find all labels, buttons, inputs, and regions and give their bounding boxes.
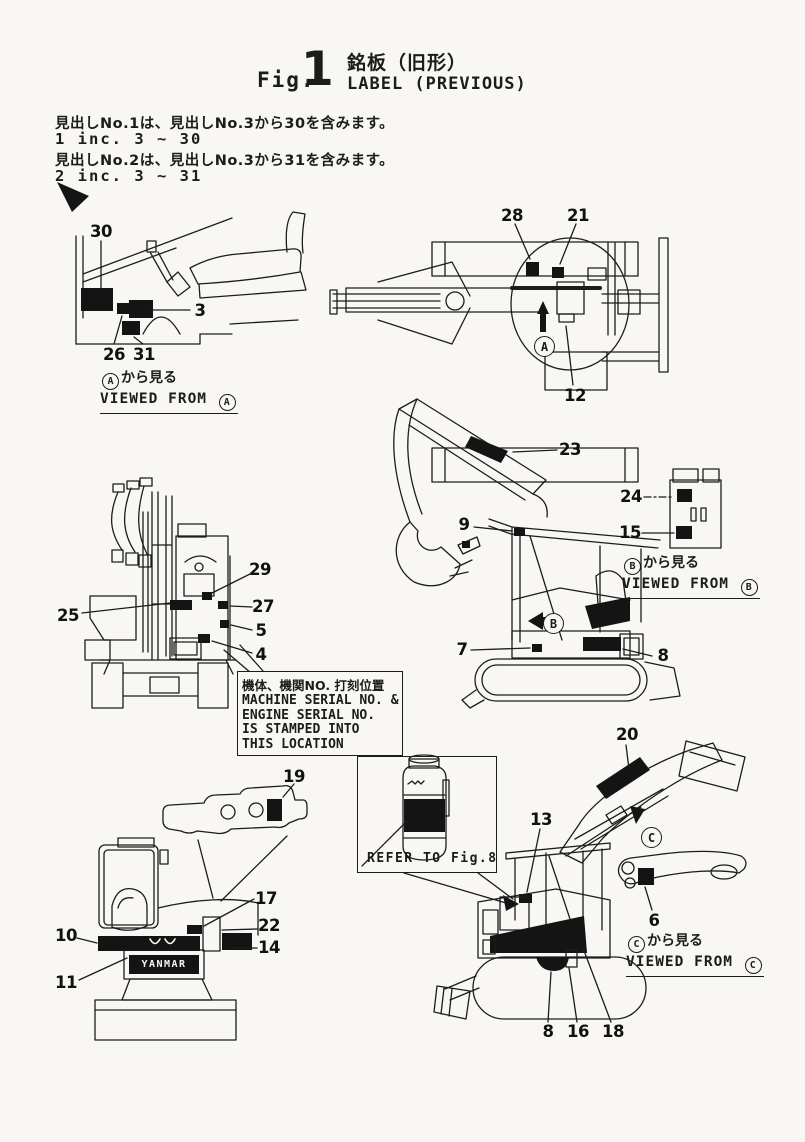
- callout-31: 31: [133, 345, 155, 364]
- callout-13: 13: [530, 810, 552, 829]
- refer-note-box: [357, 756, 497, 873]
- arrow-a-icon: [537, 301, 549, 332]
- callout-9: 9: [458, 515, 470, 534]
- callout-27: 27: [252, 597, 274, 616]
- brand-plate: YANMAR: [141, 959, 187, 970]
- callout-28: 28: [501, 206, 523, 225]
- serial-note-en4: THIS LOCATION: [242, 736, 344, 752]
- label-swatch: [81, 288, 113, 311]
- marker-b: B: [543, 613, 564, 634]
- serial-note-en2: ENGINE SERIAL NO.: [242, 707, 376, 723]
- circle-a-icon: A: [102, 373, 119, 390]
- circle-b-icon: B: [740, 579, 758, 596]
- callout-24: 24: [620, 487, 642, 506]
- callout-8: 8: [657, 646, 669, 665]
- callout-22: 22: [258, 916, 280, 935]
- callout-6: 6: [648, 911, 660, 930]
- callout-5: 5: [255, 621, 267, 640]
- callout-25: 25: [57, 606, 79, 625]
- callout-10: 10: [55, 926, 77, 945]
- note-line-1-en: 1 inc. 3 ~ 30: [55, 130, 203, 148]
- callout-15: 15: [619, 523, 641, 542]
- callout-7: 7: [456, 640, 468, 659]
- callout-21: 21: [567, 206, 589, 225]
- figure-title-en: LABEL (PREVIOUS): [347, 74, 527, 94]
- arrow-b-icon: [528, 612, 549, 630]
- serial-note-en1: MACHINE SERIAL NO. &: [242, 693, 399, 708]
- rear-view-art: [81, 477, 264, 709]
- callout-20: 20: [616, 725, 638, 744]
- lower-right-art: [433, 740, 747, 1023]
- lower-left-art: [76, 783, 308, 1041]
- callout-3: 3: [194, 301, 206, 320]
- arrow-c-icon: [630, 806, 645, 824]
- note-line-2-en: 2 inc. 3 ~ 31: [55, 167, 203, 185]
- top-view-art: [329, 223, 669, 483]
- marker-a: A: [534, 336, 555, 357]
- callout-11: 11: [55, 973, 77, 992]
- direction-arrow-icon: [57, 182, 89, 212]
- figure-number: 1: [301, 42, 334, 97]
- figure-prefix: Fig.: [257, 68, 316, 92]
- circle-c-icon: C: [628, 936, 645, 953]
- callout-23: 23: [559, 440, 581, 459]
- callout-16: 16: [567, 1022, 589, 1041]
- serial-note-jp: 機体、機関NO. 打刻位置: [242, 678, 385, 693]
- callout-19: 19: [283, 767, 305, 786]
- seat-view-art: [75, 211, 307, 345]
- circle-c-icon: C: [744, 957, 762, 974]
- callout-17: 17: [255, 889, 277, 908]
- callout-26: 26: [103, 345, 125, 364]
- callout-14: 14: [258, 938, 280, 957]
- note-line-1-jp: 見出しNo.1は、見出しNo.3から30を含みます。: [55, 116, 395, 132]
- marker-c: C: [641, 827, 662, 848]
- detail-b-art: [641, 468, 722, 549]
- side-view-b-art: [393, 398, 681, 709]
- serial-note-en3: IS STAMPED INTO: [242, 722, 360, 737]
- circle-a-icon: A: [218, 394, 236, 411]
- note-line-2-jp: 見出しNo.2は、見出しNo.3から31を含みます。: [55, 153, 395, 169]
- brand-plate-bg: [129, 955, 199, 974]
- callout-12: 12: [564, 386, 586, 405]
- callout-18: 18: [602, 1022, 624, 1041]
- callout-29: 29: [249, 560, 271, 579]
- callout-30: 30: [90, 222, 112, 241]
- refer-note-text: REFER TO Fig.8: [367, 851, 498, 866]
- callout-8b: 8: [542, 1022, 554, 1041]
- serial-note-box: 機体、機関NO. 打刻位置 MACHINE SERIAL NO. & ENGIN…: [237, 671, 403, 756]
- circle-b-icon: B: [624, 558, 641, 575]
- figure-title-jp: 銘板（旧形）: [347, 52, 468, 74]
- callout-4: 4: [255, 645, 267, 664]
- refer-box-art: [361, 754, 519, 911]
